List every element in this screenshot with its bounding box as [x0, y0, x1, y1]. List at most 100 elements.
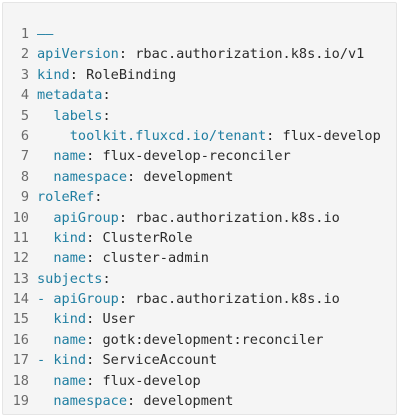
- yaml-colon: :: [86, 372, 95, 389]
- yaml-colon: :: [86, 311, 95, 328]
- yaml-value: User: [94, 311, 136, 328]
- code-line: 14- apiGroup: rbac.authorization.k8s.io: [3, 289, 396, 309]
- yaml-value: development: [135, 168, 234, 185]
- yaml-value: flux-develop: [274, 127, 381, 144]
- line-number: 9: [20, 189, 29, 206]
- indent: [37, 230, 53, 246]
- code-line: 6 toolkit.fluxcd.io/tenant: flux-develop: [3, 126, 396, 146]
- list-dash: -: [37, 291, 54, 308]
- yaml-key: kind: [37, 66, 70, 83]
- yaml-value: ClusterRole: [94, 229, 193, 246]
- yaml-value: rbac.authorization.k8s.io: [127, 291, 340, 308]
- code-line: 8 namespace: development: [3, 167, 396, 187]
- indent: [37, 250, 53, 266]
- yaml-key: toolkit.fluxcd.io/tenant: [69, 127, 267, 144]
- line-number: 13: [12, 270, 29, 287]
- indent: [37, 311, 53, 327]
- line-number: 5: [20, 107, 29, 124]
- yaml-key: name: [53, 372, 87, 389]
- yaml-key: name: [53, 331, 87, 348]
- yaml-colon: :: [118, 291, 128, 308]
- code-line: 18 name: flux-develop: [3, 371, 396, 391]
- code-line: 12 name: cluster-admin: [3, 248, 396, 268]
- yaml-colon: :: [86, 352, 95, 369]
- code-line: 16 name: gotk:development:reconciler: [3, 330, 396, 350]
- code-line: 15 kind: User: [3, 309, 396, 329]
- line-number: 3: [20, 66, 29, 83]
- yaml-value: gotk:development:reconciler: [94, 331, 324, 348]
- yaml-colon: :: [102, 87, 111, 104]
- yaml-colon: :: [86, 331, 95, 348]
- line-number: 19: [12, 393, 29, 410]
- line-number: 4: [20, 87, 29, 104]
- code-line: 7 name: flux-develop-reconciler: [3, 146, 396, 166]
- indent: [37, 210, 53, 226]
- yaml-colon: :: [127, 393, 136, 410]
- line-number: 6: [20, 127, 29, 144]
- indent: [37, 169, 53, 185]
- yaml-colon: :: [86, 148, 95, 165]
- yaml-key: roleRef: [37, 189, 95, 206]
- yaml-value: RoleBinding: [77, 66, 177, 83]
- yaml-key: kind: [53, 229, 87, 246]
- code-line: 10 apiGroup: rbac.authorization.k8s.io: [3, 208, 396, 228]
- indent: [37, 148, 53, 164]
- yaml-key: labels: [53, 107, 103, 124]
- yaml-key: apiVersion: [37, 46, 119, 63]
- yaml-value: ServiceAccount: [94, 352, 218, 369]
- line-number: 11: [12, 229, 29, 246]
- yaml-key: namespace: [53, 393, 128, 410]
- indent: [37, 108, 53, 124]
- line-number: 15: [12, 311, 29, 328]
- line-number: 17: [12, 352, 29, 369]
- line-number: 12: [12, 250, 29, 267]
- code-line: 4 metadata:: [3, 85, 396, 105]
- yaml-key: name: [53, 250, 87, 267]
- yaml-colon: :: [86, 250, 95, 267]
- yaml-colon: :: [118, 46, 128, 63]
- code-line: 19 namespace: development: [3, 391, 396, 411]
- line-number: 10: [12, 209, 29, 226]
- indent: [37, 393, 53, 409]
- yaml-colon: :: [102, 107, 111, 124]
- code-line: 1 ——: [3, 24, 396, 44]
- yaml-key: apiGroup: [53, 291, 119, 308]
- yaml-key: kind: [53, 311, 87, 328]
- yaml-colon: :: [86, 229, 95, 246]
- line-number: 7: [20, 148, 29, 165]
- code-line: 11 kind: ClusterRole: [3, 228, 396, 248]
- line-number: 1: [20, 26, 29, 42]
- code-line: 9 roleRef:: [3, 187, 396, 207]
- code-line: 5 labels:: [3, 106, 396, 126]
- yaml-key: metadata: [37, 87, 103, 104]
- indent: [37, 373, 53, 389]
- yaml-value: rbac.authorization.k8s.io: [127, 209, 340, 226]
- indent: [37, 128, 70, 144]
- line-number: 18: [12, 372, 29, 389]
- line-number: 8: [20, 168, 29, 185]
- line-number: 14: [12, 291, 29, 308]
- yaml-value: flux-develop-reconciler: [94, 148, 291, 165]
- code-line: 17- kind: ServiceAccount: [3, 350, 396, 370]
- yaml-key: apiGroup: [53, 209, 119, 226]
- yaml-key: kind: [53, 352, 87, 369]
- yaml-colon: :: [118, 209, 128, 226]
- yaml-value: cluster-admin: [94, 250, 209, 267]
- yaml-value: flux-develop: [94, 372, 201, 389]
- yaml-key: namespace: [53, 168, 128, 185]
- yaml-colon: :: [94, 189, 103, 206]
- yaml-colon: :: [266, 127, 275, 144]
- line-number: 16: [12, 331, 29, 348]
- yaml-document-separator: ——: [37, 26, 54, 42]
- yaml-colon: :: [127, 168, 136, 185]
- yaml-colon: :: [69, 66, 78, 83]
- yaml-key: subjects: [37, 270, 103, 287]
- code-line: 3 kind: RoleBinding: [3, 65, 396, 85]
- yaml-value: rbac.authorization.k8s.io/v1: [127, 46, 365, 63]
- yaml-key: name: [53, 148, 87, 165]
- yaml-value: development: [135, 393, 234, 410]
- list-dash: -: [37, 352, 54, 369]
